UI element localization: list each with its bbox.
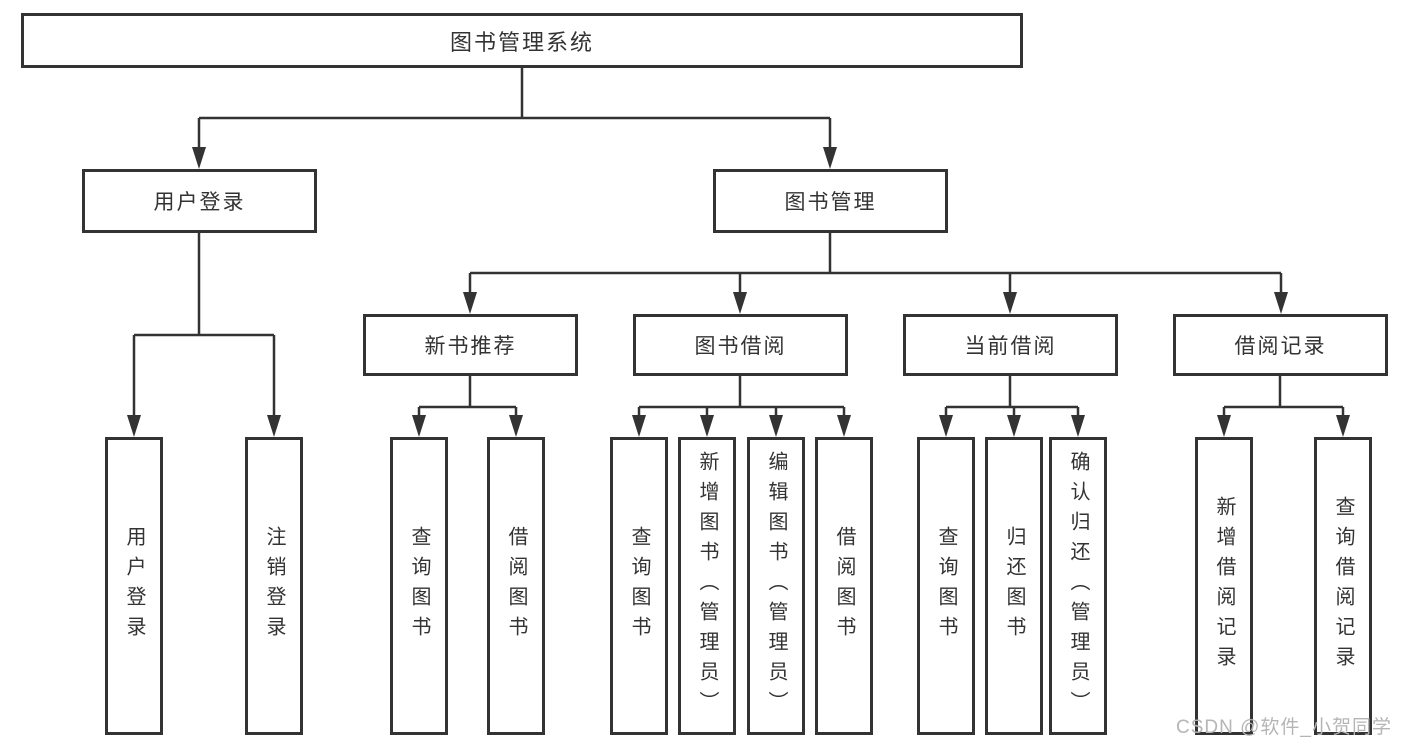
arrow-icon xyxy=(1007,415,1021,437)
arrowheads xyxy=(127,147,1350,437)
arrow-icon xyxy=(1217,415,1231,437)
arrow-icon xyxy=(769,415,783,437)
leaf-label: 借阅图书 xyxy=(505,526,527,646)
node-user-login: 用户登录 xyxy=(82,169,317,233)
leaf-borrow-books-rec: 借阅图书 xyxy=(487,437,545,735)
arrow-icon xyxy=(1003,292,1017,314)
leaf-label: 用户登录 xyxy=(123,526,145,646)
arrow-icon xyxy=(1071,415,1085,437)
connector-new-book-rec-children xyxy=(417,376,518,415)
leaf-borrow-books: 借阅图书 xyxy=(815,437,873,735)
arrow-icon xyxy=(939,415,953,437)
node-book-borrowing: 图书借阅 xyxy=(633,314,848,376)
node-root-library-management-system: 图书管理系统 xyxy=(21,13,1023,68)
leaf-label: 查询图书 xyxy=(628,526,650,646)
connector-book-mgmt-to-level3 xyxy=(468,233,1283,292)
leaf-logout: 注销登录 xyxy=(245,437,303,735)
node-current-borrowing: 当前借阅 xyxy=(903,314,1118,376)
connector-root-to-level2 xyxy=(197,68,832,147)
leaf-label: 查询借阅记录 xyxy=(1332,496,1354,676)
leaf-query-books-rec: 查询图书 xyxy=(390,437,448,735)
arrow-icon xyxy=(192,147,206,169)
leaf-label: 注销登录 xyxy=(263,526,285,646)
arrow-icon xyxy=(632,415,646,437)
node-borrowing-records: 借阅记录 xyxy=(1173,314,1388,376)
leaf-confirm-return-admin: 确认归还（管理员） xyxy=(1049,437,1107,735)
leaf-user-login: 用户登录 xyxy=(105,437,163,735)
leaf-label: 新增图书（管理员） xyxy=(696,451,718,721)
leaf-label: 查询图书 xyxy=(408,526,430,646)
leaf-query-books-current: 查询图书 xyxy=(917,437,975,735)
arrow-icon xyxy=(267,415,281,437)
node-new-book-recommendation: 新书推荐 xyxy=(363,314,578,376)
arrow-icon xyxy=(1336,415,1350,437)
csdn-watermark: CSDN @软件_小贺同学 xyxy=(1176,717,1392,738)
leaf-add-book-admin: 新增图书（管理员） xyxy=(678,437,736,735)
connector-current-borrow-children xyxy=(944,376,1080,415)
leaf-label: 借阅图书 xyxy=(833,526,855,646)
arrow-icon xyxy=(1274,292,1288,314)
arrow-icon xyxy=(509,415,523,437)
connector-book-borrow-children xyxy=(637,376,846,415)
leaf-return-book: 归还图书 xyxy=(985,437,1043,735)
leaf-add-borrow-record: 新增借阅记录 xyxy=(1195,437,1253,735)
leaf-query-borrow-record: 查询借阅记录 xyxy=(1314,437,1372,735)
arrow-icon xyxy=(837,415,851,437)
leaf-query-books-borrow: 查询图书 xyxy=(610,437,668,735)
arrow-icon xyxy=(463,292,477,314)
arrow-icon xyxy=(700,415,714,437)
leaf-label: 确认归还（管理员） xyxy=(1067,451,1089,721)
leaf-label: 新增借阅记录 xyxy=(1213,496,1235,676)
leaf-edit-book-admin: 编辑图书（管理员） xyxy=(747,437,805,735)
leaf-label: 编辑图书（管理员） xyxy=(765,451,787,721)
connector-user-login-children xyxy=(132,233,276,415)
connector-borrow-record-children xyxy=(1222,376,1345,415)
arrow-icon xyxy=(412,415,426,437)
leaf-label: 归还图书 xyxy=(1003,526,1025,646)
leaf-label: 查询图书 xyxy=(935,526,957,646)
arrow-icon xyxy=(127,415,141,437)
node-book-management: 图书管理 xyxy=(713,169,948,233)
arrow-icon xyxy=(823,147,837,169)
arrow-icon xyxy=(733,292,747,314)
